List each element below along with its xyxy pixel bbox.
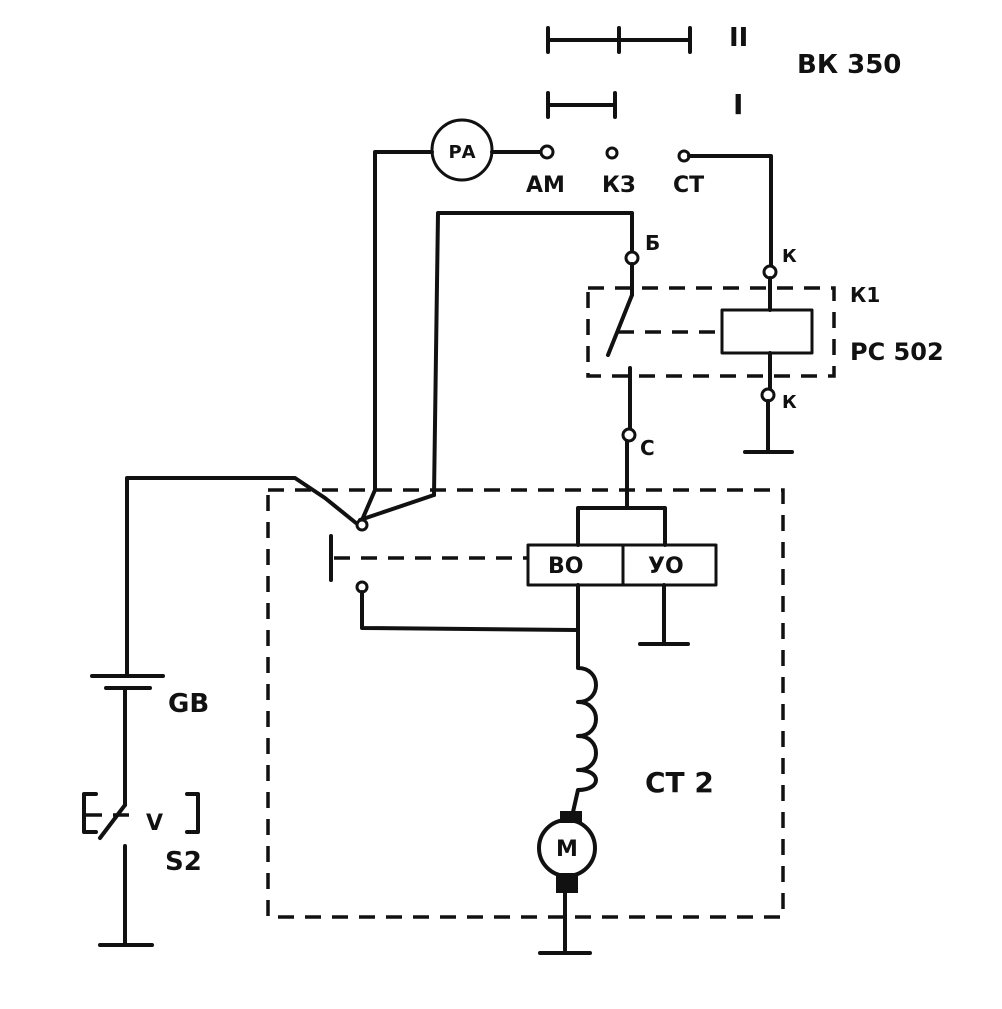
switch-s2-blade: [98, 803, 127, 840]
relay-box: [586, 286, 836, 378]
wire-battery-feed: [125, 476, 358, 677]
wire-battery-b: [432, 211, 634, 497]
label-motor: М: [556, 837, 578, 862]
label-starter: СТ 2: [645, 766, 714, 799]
label-terminal-st: СТ: [673, 173, 704, 198]
label-position-ii: II: [729, 23, 748, 53]
field-coil: [571, 628, 598, 814]
label-switch-v: V: [146, 811, 163, 836]
wire-switch-b: [358, 493, 436, 522]
label-terminal-c: С: [640, 436, 655, 460]
label-relay-name: К1: [850, 283, 880, 307]
starter-switch-upper-terminal: [355, 518, 369, 532]
wire-switch-motor: [360, 590, 578, 632]
label-ammeter: РА: [448, 142, 475, 163]
switch-position-ii-bar: [546, 26, 692, 54]
label-switch-name: S2: [165, 847, 202, 877]
relay-contact-blade: [606, 293, 634, 357]
label-winding-vo: ВО: [548, 554, 583, 579]
label-winding-uo: УО: [648, 554, 684, 579]
terminal-c: [621, 427, 637, 443]
label-terminal-am: АМ: [526, 173, 565, 198]
motor-brush-bottom: [556, 873, 578, 893]
label-terminal-k-top: К: [782, 246, 797, 267]
switch-s2-bracket-left: [82, 792, 98, 834]
label-battery: GB: [168, 689, 209, 719]
label-terminal-b: Б: [645, 231, 660, 255]
switch-s2-bracket-right: [185, 792, 200, 834]
relay-coil: [720, 308, 814, 355]
label-terminal-k-bottom: К: [782, 392, 797, 413]
terminal-kz: [605, 146, 619, 160]
label-relay-model: РС 502: [850, 338, 944, 366]
terminal-am: [539, 144, 555, 160]
label-position-i: I: [733, 88, 743, 121]
switch-position-i-bar: [546, 91, 617, 119]
wire-ammeter-left: [360, 150, 434, 522]
winding-uo: [621, 543, 718, 587]
wire-windings-branch: [576, 506, 667, 547]
starter-housing: [266, 488, 785, 919]
wire-st-relay: [687, 154, 773, 267]
label-model: ВК 350: [797, 50, 901, 80]
label-terminal-kz: КЗ: [602, 173, 636, 198]
